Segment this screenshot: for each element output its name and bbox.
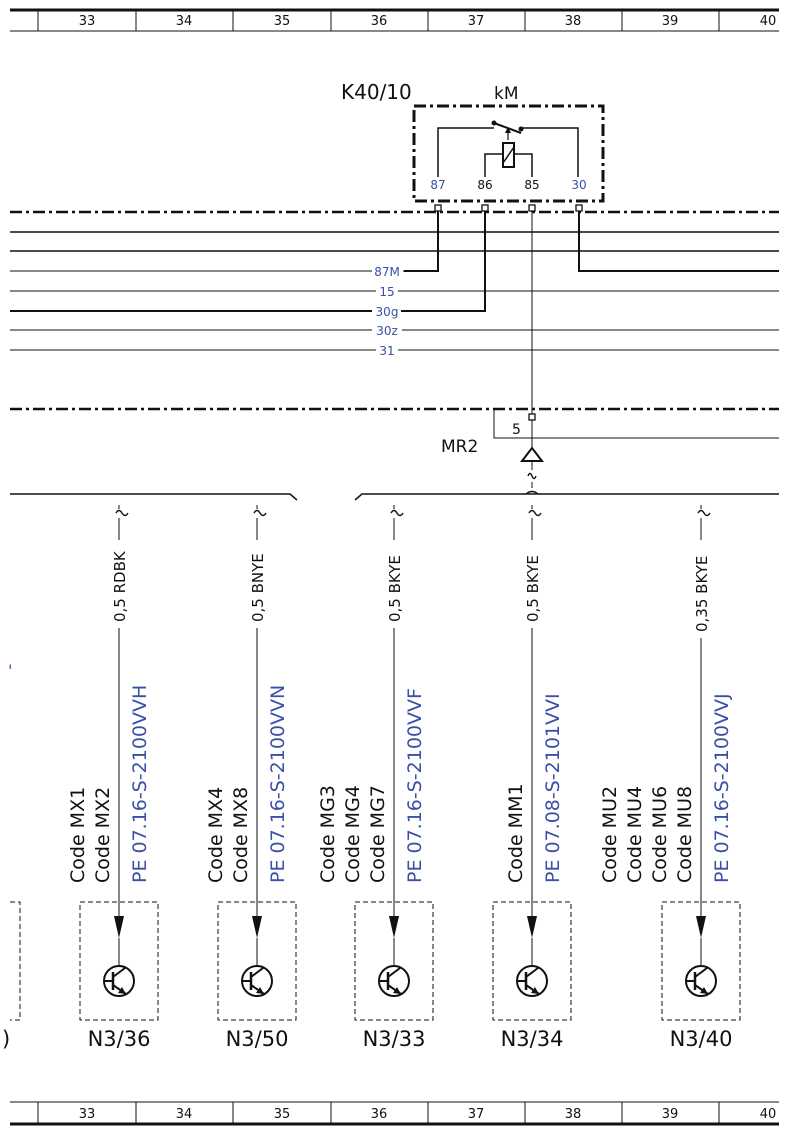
doc-ref-n3-50: PE 07.16-S-2100VVN (267, 685, 289, 883)
bus-area: 87M 15 30g 30z 31 (10, 210, 779, 414)
ruler-top-39: 39 (662, 14, 679, 29)
top-ruler: 33 34 35 36 37 38 39 40 (10, 8, 779, 32)
component-label-n3-50: N3/50 (226, 1027, 289, 1051)
relay-pin-85: 85 (524, 178, 539, 192)
ruler-top-37: 37 (468, 14, 485, 29)
wire-label-n3-34: 0,5 BKYE (524, 555, 542, 622)
component-n3-40: 0,35 BKYE PE 07.16-S-2100VVJ Code MU2 Co… (599, 505, 741, 1051)
doc-ref-n3-34: PE 07.08-S-2101VVI (542, 693, 564, 883)
relay-pin-87: 87 (430, 178, 445, 192)
code-n3-40-4: Code MU8 (674, 786, 696, 883)
ruler-bottom-40: 40 (760, 1107, 777, 1122)
connector-pin-5: 5 (512, 422, 521, 438)
partial-doc-fragment: ' (8, 661, 12, 680)
ruler-top-34: 34 (176, 14, 193, 29)
component-label-n3-34: N3/34 (501, 1027, 564, 1051)
ruler-top-33: 33 (79, 14, 96, 29)
ruler-bottom-39: 39 (662, 1107, 679, 1122)
component-n3-33: 0,5 BKYE PE 07.16-S-2100VVF Code MG3 Cod… (317, 505, 434, 1051)
connector-mr2: 5 MR2 (441, 409, 779, 488)
code-n3-33-2: Code MG4 (342, 785, 364, 883)
doc-ref-n3-33: PE 07.16-S-2100VVF (404, 688, 426, 883)
ruler-top-35: 35 (274, 14, 291, 29)
relay-pin-30: 30 (571, 178, 586, 192)
component-label-n3-40: N3/40 (670, 1027, 733, 1051)
component-n3-36: 0,5 RDBK PE 07.16-S-2100VVH Code MX1 Cod… (67, 505, 159, 1051)
code-n3-36-1: Code MX1 (67, 787, 89, 883)
component-partial-left: ' ) (2, 661, 21, 1051)
ruler-bottom-38: 38 (565, 1107, 582, 1122)
code-n3-40-3: Code MU6 (649, 786, 671, 883)
code-n3-40-2: Code MU4 (624, 786, 646, 883)
ruler-bottom-33: 33 (79, 1107, 96, 1122)
ruler-top-40: 40 (760, 14, 777, 29)
bus-label-15: 15 (379, 285, 394, 299)
bottom-ruler: 33 34 35 36 37 38 39 40 (10, 1101, 779, 1126)
ruler-top-36: 36 (371, 14, 388, 29)
code-n3-34-1: Code MM1 (505, 783, 527, 883)
harness-braces (10, 490, 779, 501)
code-n3-36-2: Code MX2 (92, 787, 114, 883)
relay-k40-10: K40/10 kM 87 86 85 30 (341, 80, 605, 212)
doc-ref-n3-36: PE 07.16-S-2100VVH (129, 685, 151, 883)
code-n3-50-2: Code MX8 (230, 787, 252, 883)
code-n3-50-1: Code MX4 (205, 787, 227, 883)
code-n3-40-1: Code MU2 (599, 786, 621, 883)
bus-label-87m: 87M (374, 265, 400, 279)
relay-pin-86: 86 (477, 178, 492, 192)
bus-label-30g: 30g (376, 305, 399, 319)
component-n3-34: 0,5 BKYE PE 07.08-S-2101VVI Code MM1 N3/… (492, 505, 572, 1051)
doc-ref-n3-40: PE 07.16-S-2100VVJ (711, 693, 733, 883)
bus-label-30z: 30z (376, 324, 398, 338)
component-n3-50: 0,5 BNYE PE 07.16-S-2100VVN Code MX4 Cod… (205, 505, 297, 1051)
bus-label-31: 31 (379, 344, 394, 358)
relay-id-label: K40/10 (341, 80, 412, 104)
wire-label-n3-40: 0,35 BKYE (693, 556, 711, 632)
ruler-bottom-36: 36 (371, 1107, 388, 1122)
wire-label-n3-36: 0,5 RDBK (111, 550, 129, 622)
wire-label-n3-50: 0,5 BNYE (249, 553, 267, 622)
code-n3-33-3: Code MG7 (367, 785, 389, 883)
component-label-n3-33: N3/33 (363, 1027, 426, 1051)
ruler-bottom-35: 35 (274, 1107, 291, 1122)
partial-label-fragment: ) (2, 1027, 10, 1051)
relay-name-label: kM (494, 84, 519, 104)
component-label-n3-36: N3/36 (88, 1027, 151, 1051)
connector-id-label: MR2 (441, 437, 478, 457)
wire-label-n3-33: 0,5 BKYE (386, 555, 404, 622)
ruler-bottom-37: 37 (468, 1107, 485, 1122)
ruler-bottom-34: 34 (176, 1107, 193, 1122)
code-n3-33-1: Code MG3 (317, 785, 339, 883)
ruler-top-38: 38 (565, 14, 582, 29)
